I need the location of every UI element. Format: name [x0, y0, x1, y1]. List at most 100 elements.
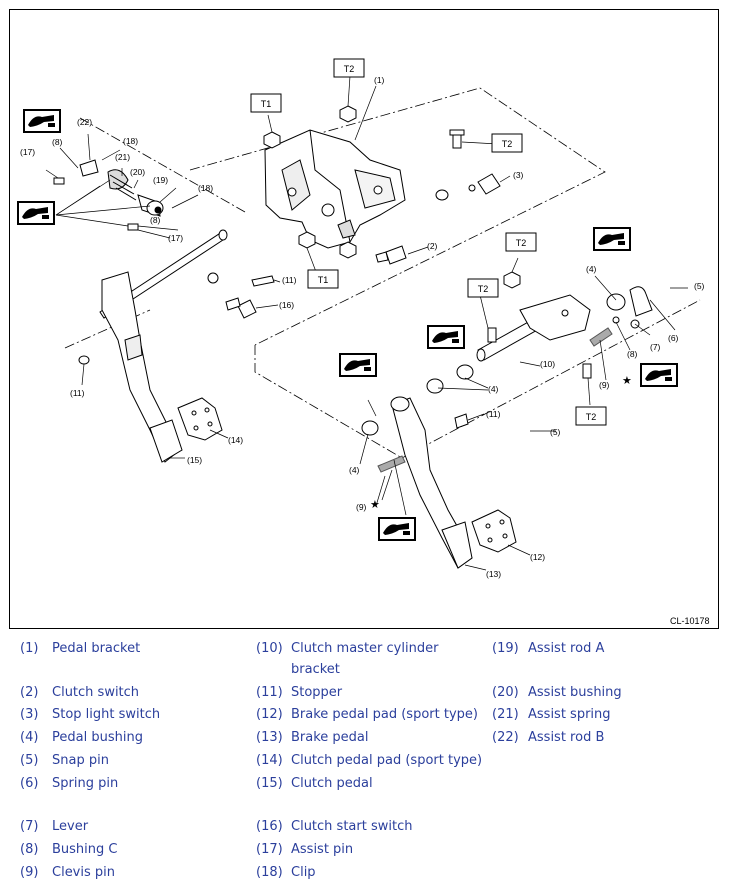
callout-16: (16) — [279, 300, 294, 310]
clutch-pedal-pad — [177, 397, 223, 441]
legend-number: (21) — [492, 707, 519, 722]
torque-box-t2-bracket: T2 — [505, 232, 537, 252]
legend-label: Brake pedal — [291, 730, 369, 745]
callout-18: (18) — [198, 183, 213, 193]
legend-number: (1) — [20, 641, 39, 656]
pedal-bracket — [264, 129, 406, 249]
callout-4: (4) — [586, 264, 597, 274]
grease-gun-icon — [23, 109, 61, 133]
callout-8: (8) — [150, 215, 161, 225]
svg-text:T2: T2 — [516, 238, 527, 248]
legend-number: (20) — [492, 685, 519, 700]
callout-5: (5) — [694, 281, 705, 291]
callout-11: (11) — [282, 275, 297, 285]
legend-number: (13) — [256, 730, 283, 745]
legend-label: Assist rod A — [528, 641, 605, 656]
legend-number: (19) — [492, 641, 519, 656]
brake-pedal — [390, 396, 473, 569]
grease-gun-icon — [378, 517, 416, 541]
legend-number: (15) — [256, 776, 283, 791]
callout-9: (9) — [599, 380, 610, 390]
legend-label: Clevis pin — [52, 865, 116, 880]
legend-number: (5) — [20, 753, 39, 768]
callout-4: (4) — [488, 384, 499, 394]
legend-label: Pedal bushing — [52, 730, 143, 745]
legend-number: (11) — [256, 685, 283, 700]
legend-label: Clutch pedal — [291, 776, 373, 791]
callout-10: (10) — [540, 359, 555, 369]
legend-label: Brake pedal pad (sport type) — [291, 707, 478, 722]
legend-number: (22) — [492, 730, 519, 745]
callout-8: (8) — [627, 349, 638, 359]
clevis-pins — [377, 327, 613, 473]
legend-label: Clip — [291, 865, 316, 880]
exploded-view-diagram: T1 T1 T2 T2 T2 T2 T2 (1) (2) (3) (4) (4)… — [17, 58, 710, 626]
legend-label: Bushing C — [52, 842, 118, 857]
callout-13: (13) — [486, 569, 501, 579]
svg-text:T2: T2 — [344, 64, 355, 74]
diagram-frame: T1 T1 T2 T2 T2 T2 T2 (1) (2) (3) (4) (4)… — [9, 9, 719, 629]
callout-21: (21) — [115, 152, 130, 162]
legend-label: Clutch pedal pad (sport type) — [291, 753, 483, 768]
callout-22: (22) — [77, 117, 92, 127]
legend-number: (9) — [20, 865, 39, 880]
callout-14: (14) — [228, 435, 243, 445]
callout-11: (11) — [70, 388, 85, 398]
legend-label: Clutch start switch — [291, 819, 413, 834]
grease-gun-icon — [339, 353, 377, 377]
grease-gun-icon — [640, 363, 678, 387]
legend-number: (14) — [256, 753, 283, 768]
torque-box-t1-upper: T1 — [250, 93, 282, 113]
legend-number: (16) — [256, 819, 283, 834]
legend-number: (4) — [20, 730, 39, 745]
legend-label: Clutch switch — [52, 685, 140, 700]
legend-label-continued: bracket — [291, 662, 340, 677]
callout-20: (20) — [130, 167, 145, 177]
callout-9: (9) — [356, 502, 367, 512]
svg-text:T2: T2 — [502, 139, 513, 149]
legend-label: Stopper — [291, 685, 343, 700]
legend-label: Assist bushing — [528, 685, 622, 700]
legend-number: (6) — [20, 776, 39, 791]
legend-number: (17) — [256, 842, 283, 857]
star-mark: ★ — [622, 374, 632, 387]
legend-label: Assist rod B — [528, 730, 605, 745]
callout-17: (17) — [20, 147, 35, 157]
callout-18: (18) — [123, 136, 138, 146]
grease-gun-icon — [427, 325, 465, 349]
legend-number: (8) — [20, 842, 39, 857]
clutch-pedal — [101, 271, 183, 463]
legend-number: (2) — [20, 685, 39, 700]
torque-box-t2-right: T2 — [491, 133, 523, 153]
callout-2: (2) — [427, 241, 438, 251]
callout-19: (19) — [153, 175, 168, 185]
legend-label: Spring pin — [52, 776, 119, 791]
legend-number: (3) — [20, 707, 39, 722]
callout-8: (8) — [52, 137, 63, 147]
small-parts — [78, 105, 653, 436]
legend-number: (12) — [256, 707, 283, 722]
torque-box-t2-bottom: T2 — [575, 406, 607, 426]
callout-15: (15) — [187, 455, 202, 465]
svg-text:T2: T2 — [586, 412, 597, 422]
assist-assembly — [53, 159, 164, 231]
figure-code: CL-10178 — [670, 616, 710, 626]
brake-pedal-pad — [471, 509, 517, 553]
callout-7: (7) — [650, 342, 661, 352]
grease-gun-icon — [17, 201, 55, 225]
star-mark: ★ — [370, 498, 380, 511]
clutch-master-cylinder-bracket — [476, 294, 591, 362]
svg-text:T2: T2 — [478, 284, 489, 294]
legend-label: Assist spring — [528, 707, 611, 722]
leader-lines — [45, 75, 688, 571]
legend-label: Clutch master cylinder — [291, 641, 439, 656]
callout-5: (5) — [550, 427, 561, 437]
legend-label: Snap pin — [52, 753, 109, 768]
legend-label: Stop light switch — [52, 707, 161, 722]
callout-labels: (1) (2) (3) (4) (4) (4) (5) (5) (6) (7) … — [20, 75, 705, 579]
callout-12: (12) — [530, 552, 545, 562]
callout-6: (6) — [668, 333, 679, 343]
legend-label: Assist pin — [291, 842, 354, 857]
torque-box-t1-lower: T1 — [307, 269, 339, 289]
torque-box-t2-top: T2 — [333, 58, 365, 78]
